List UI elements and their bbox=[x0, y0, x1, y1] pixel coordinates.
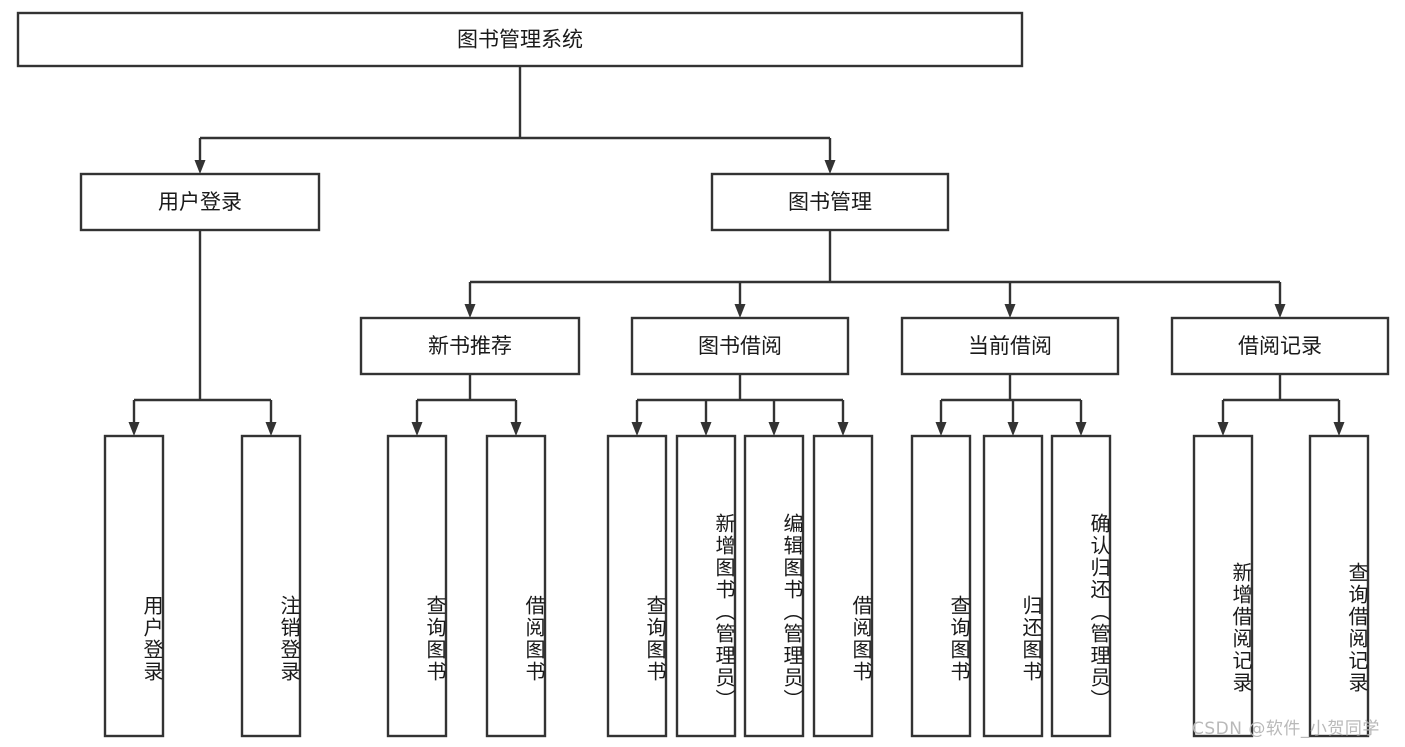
node-label-user-login: 用户登录 bbox=[158, 190, 242, 214]
node-label-borrow-record: 借阅记录 bbox=[1238, 334, 1322, 358]
node-box-user-login[interactable] bbox=[79, 172, 321, 232]
edge-layer bbox=[128, 66, 1345, 436]
node-box-leaf-query-book-2[interactable] bbox=[606, 434, 668, 738]
node-box-leaf-query-book-1[interactable] bbox=[386, 434, 448, 738]
node-box-leaf-edit-book[interactable] bbox=[743, 434, 805, 738]
node-label-new-book-rec: 新书推荐 bbox=[428, 334, 512, 358]
node-box-leaf-add-record[interactable] bbox=[1192, 434, 1254, 738]
node-label-root: 图书管理系统 bbox=[457, 28, 583, 52]
node-box-leaf-return-book[interactable] bbox=[982, 434, 1044, 738]
node-box-borrow-record[interactable] bbox=[1170, 316, 1390, 376]
node-label-current-borrow: 当前借阅 bbox=[968, 334, 1052, 358]
node-box-leaf-logout[interactable] bbox=[240, 434, 302, 738]
node-box-current-borrow[interactable] bbox=[900, 316, 1120, 376]
node-box-new-book-rec[interactable] bbox=[359, 316, 581, 376]
node-box-book-borrow[interactable] bbox=[630, 316, 850, 376]
node-box-root[interactable] bbox=[16, 11, 1024, 68]
node-box-leaf-query-book-3[interactable] bbox=[910, 434, 972, 738]
node-box-leaf-borrow-book-2[interactable] bbox=[812, 434, 874, 738]
node-label-book-manage: 图书管理 bbox=[788, 190, 872, 214]
node-box-leaf-borrow-book-1[interactable] bbox=[485, 434, 547, 738]
node-box-leaf-add-book[interactable] bbox=[675, 434, 737, 738]
node-label-book-borrow: 图书借阅 bbox=[698, 334, 782, 358]
csdn-watermark: CSDN @软件_小贺同学 bbox=[1192, 719, 1380, 739]
node-box-leaf-confirm-return[interactable] bbox=[1050, 434, 1112, 738]
box-layer bbox=[16, 11, 1390, 738]
node-box-book-manage[interactable] bbox=[710, 172, 950, 232]
node-box-leaf-user-login[interactable] bbox=[103, 434, 165, 738]
node-box-leaf-query-record[interactable] bbox=[1308, 434, 1370, 738]
